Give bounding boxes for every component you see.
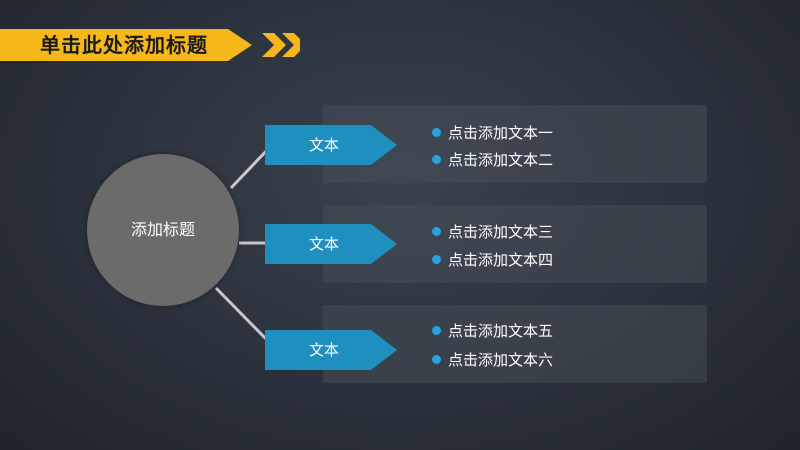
bullet-dot-icon [432, 128, 441, 137]
tag-arrow-shape [265, 224, 397, 264]
connector-line-3 [214, 286, 273, 346]
branch-tag-2[interactable]: 文本 [265, 224, 397, 264]
branch-tag-label-1: 文本 [308, 136, 339, 154]
branch-tag-label-3: 文本 [308, 341, 339, 359]
tag-arrow-shape [265, 125, 397, 165]
list-item-label: 点击添加文本一 [448, 124, 554, 142]
list-item[interactable]: 点击添加文本六 [432, 350, 553, 370]
hub-circle[interactable]: 添加标题 [87, 154, 239, 306]
list-item[interactable]: 点击添加文本二 [432, 150, 553, 170]
list-item[interactable]: 点击添加文本三 [432, 222, 553, 242]
banner-arrow-shape [0, 29, 300, 61]
list-item-label: 点击添加文本六 [448, 351, 554, 369]
list-item[interactable]: 点击添加文本四 [432, 250, 553, 270]
bullet-dot-icon [432, 326, 441, 335]
hub-label: 添加标题 [130, 220, 195, 239]
bullet-dot-icon [432, 227, 441, 236]
bullet-dot-icon [432, 155, 441, 164]
list-item-label: 点击添加文本五 [448, 322, 554, 340]
connector-line-1 [229, 144, 273, 190]
list-item-label: 点击添加文本三 [448, 223, 554, 241]
list-item-label: 点击添加文本二 [448, 151, 554, 169]
list-item[interactable]: 点击添加文本一 [432, 123, 553, 143]
list-item[interactable]: 点击添加文本五 [432, 321, 553, 341]
bullet-dot-icon [432, 355, 441, 364]
branch-tag-3[interactable]: 文本 [265, 330, 397, 370]
title-banner: 单击此处添加标题 [0, 29, 300, 61]
bullet-dot-icon [432, 255, 441, 264]
list-item-label: 点击添加文本四 [448, 251, 554, 269]
branch-tag-label-2: 文本 [308, 235, 339, 253]
page-title[interactable]: 单击此处添加标题 [40, 33, 208, 57]
tag-arrow-shape [265, 330, 397, 370]
branch-tag-1[interactable]: 文本 [265, 125, 397, 165]
